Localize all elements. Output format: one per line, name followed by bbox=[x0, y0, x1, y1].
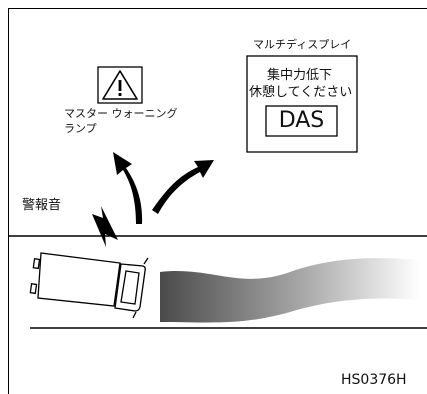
swerve-trail bbox=[160, 258, 420, 323]
lightning-bolt-icon bbox=[92, 206, 118, 247]
das-badge-box bbox=[265, 105, 338, 137]
truck-top-view-icon bbox=[29, 252, 149, 319]
multi-display-title: マルチディスプレイ bbox=[253, 38, 352, 51]
multi-display-message-line2: 休憩してください bbox=[249, 85, 353, 100]
warning-triangle-icon bbox=[102, 70, 138, 100]
arrow-to-warning-lamp bbox=[113, 152, 143, 224]
buzzer-label: 警報音 bbox=[22, 198, 62, 213]
figure-code: HS0376H bbox=[341, 372, 407, 388]
figure-frame bbox=[8, 8, 427, 394]
master-warning-lamp-label-line1: マスター ウォーニング bbox=[64, 107, 178, 120]
arrow-to-multi-display bbox=[152, 160, 214, 214]
multi-display-message-line1: 集中力低下 bbox=[267, 68, 333, 83]
multi-display-panel bbox=[246, 55, 358, 153]
master-warning-lamp-label-line2: ランプ bbox=[64, 122, 97, 135]
das-badge: DAS bbox=[278, 108, 325, 133]
